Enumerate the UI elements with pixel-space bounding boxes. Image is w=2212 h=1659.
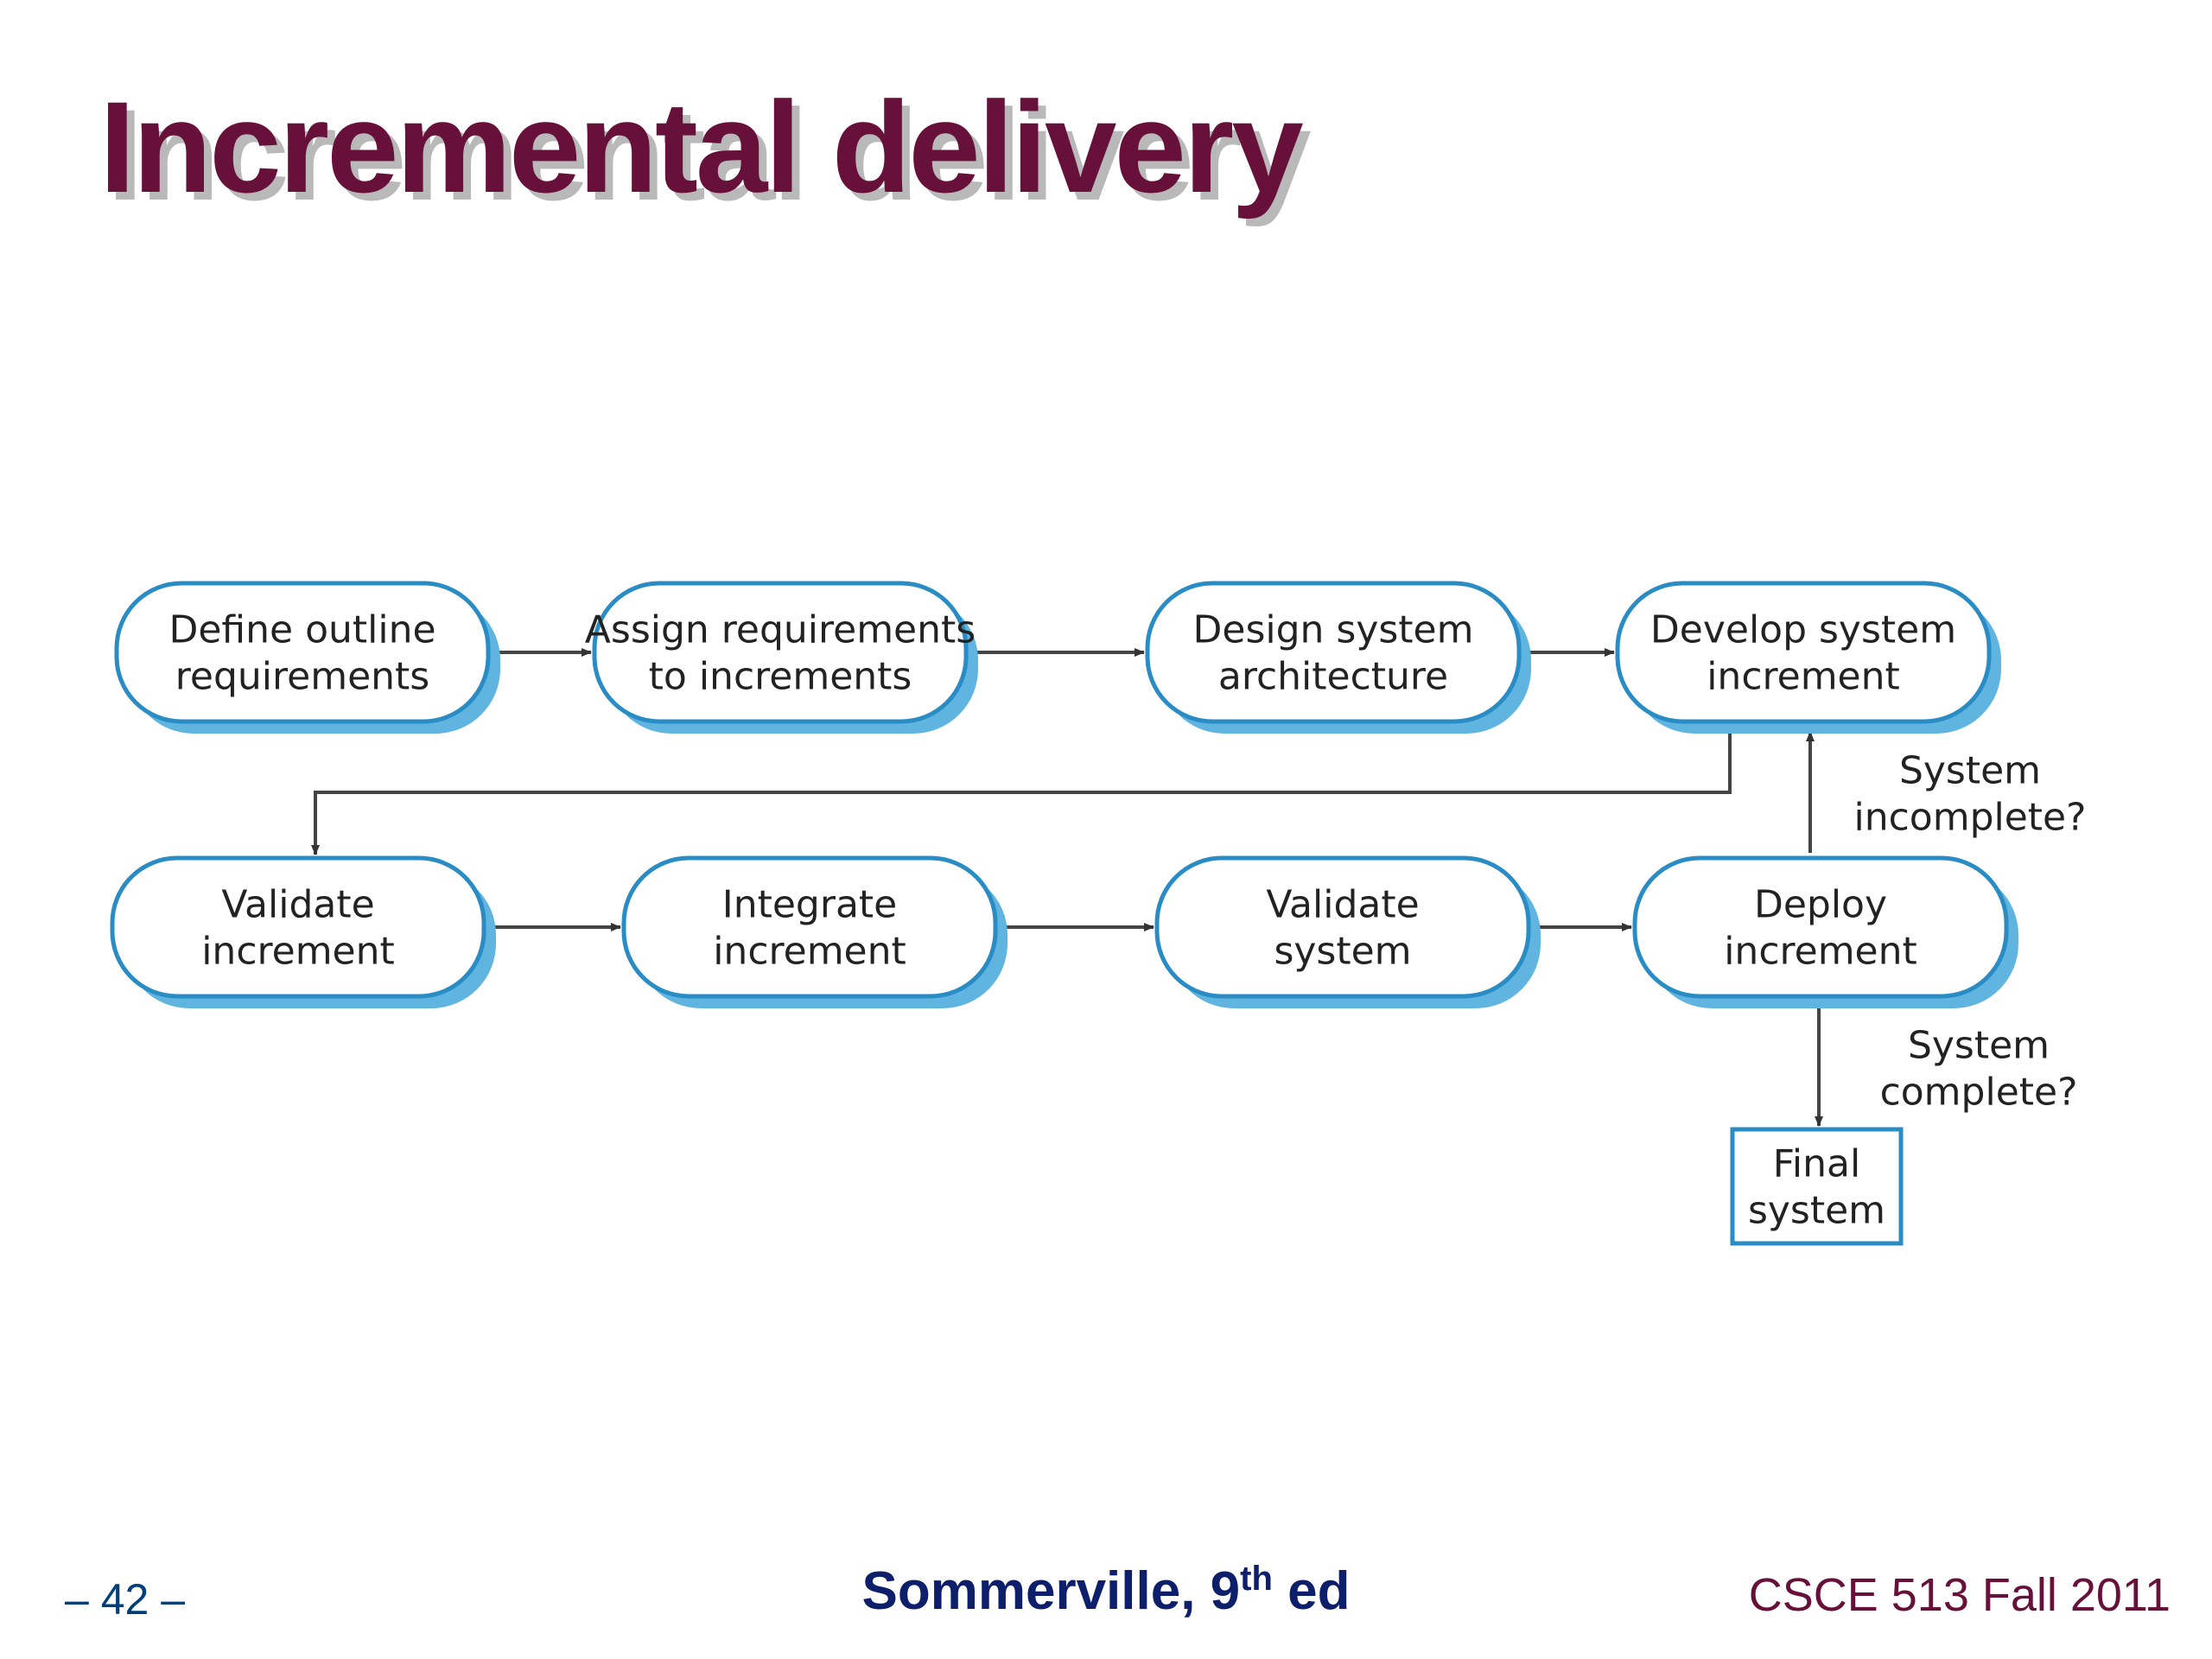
source-citation: Sommerville, 9th ed	[0, 1560, 2212, 1622]
page-number: – 42 –	[65, 1575, 186, 1624]
step-box	[1154, 855, 1531, 999]
step-box	[592, 581, 969, 724]
arrow-develop-to-validate-increment	[311, 728, 1732, 855]
step-box	[1145, 581, 1522, 724]
final-box	[1730, 1127, 1904, 1246]
step-box	[1632, 855, 2009, 999]
source-superscript: th	[1240, 1560, 1273, 1598]
source-suffix: ed	[1272, 1561, 1351, 1621]
source-text: Sommerville, 9	[861, 1561, 1241, 1621]
step-box	[1615, 581, 1992, 724]
step-box	[621, 855, 998, 999]
step-box	[110, 855, 486, 999]
course-label: CSCE 513 Fall 2011	[1748, 1569, 2171, 1621]
step-box	[114, 581, 491, 724]
page-title: Incremental delivery	[99, 74, 1304, 219]
